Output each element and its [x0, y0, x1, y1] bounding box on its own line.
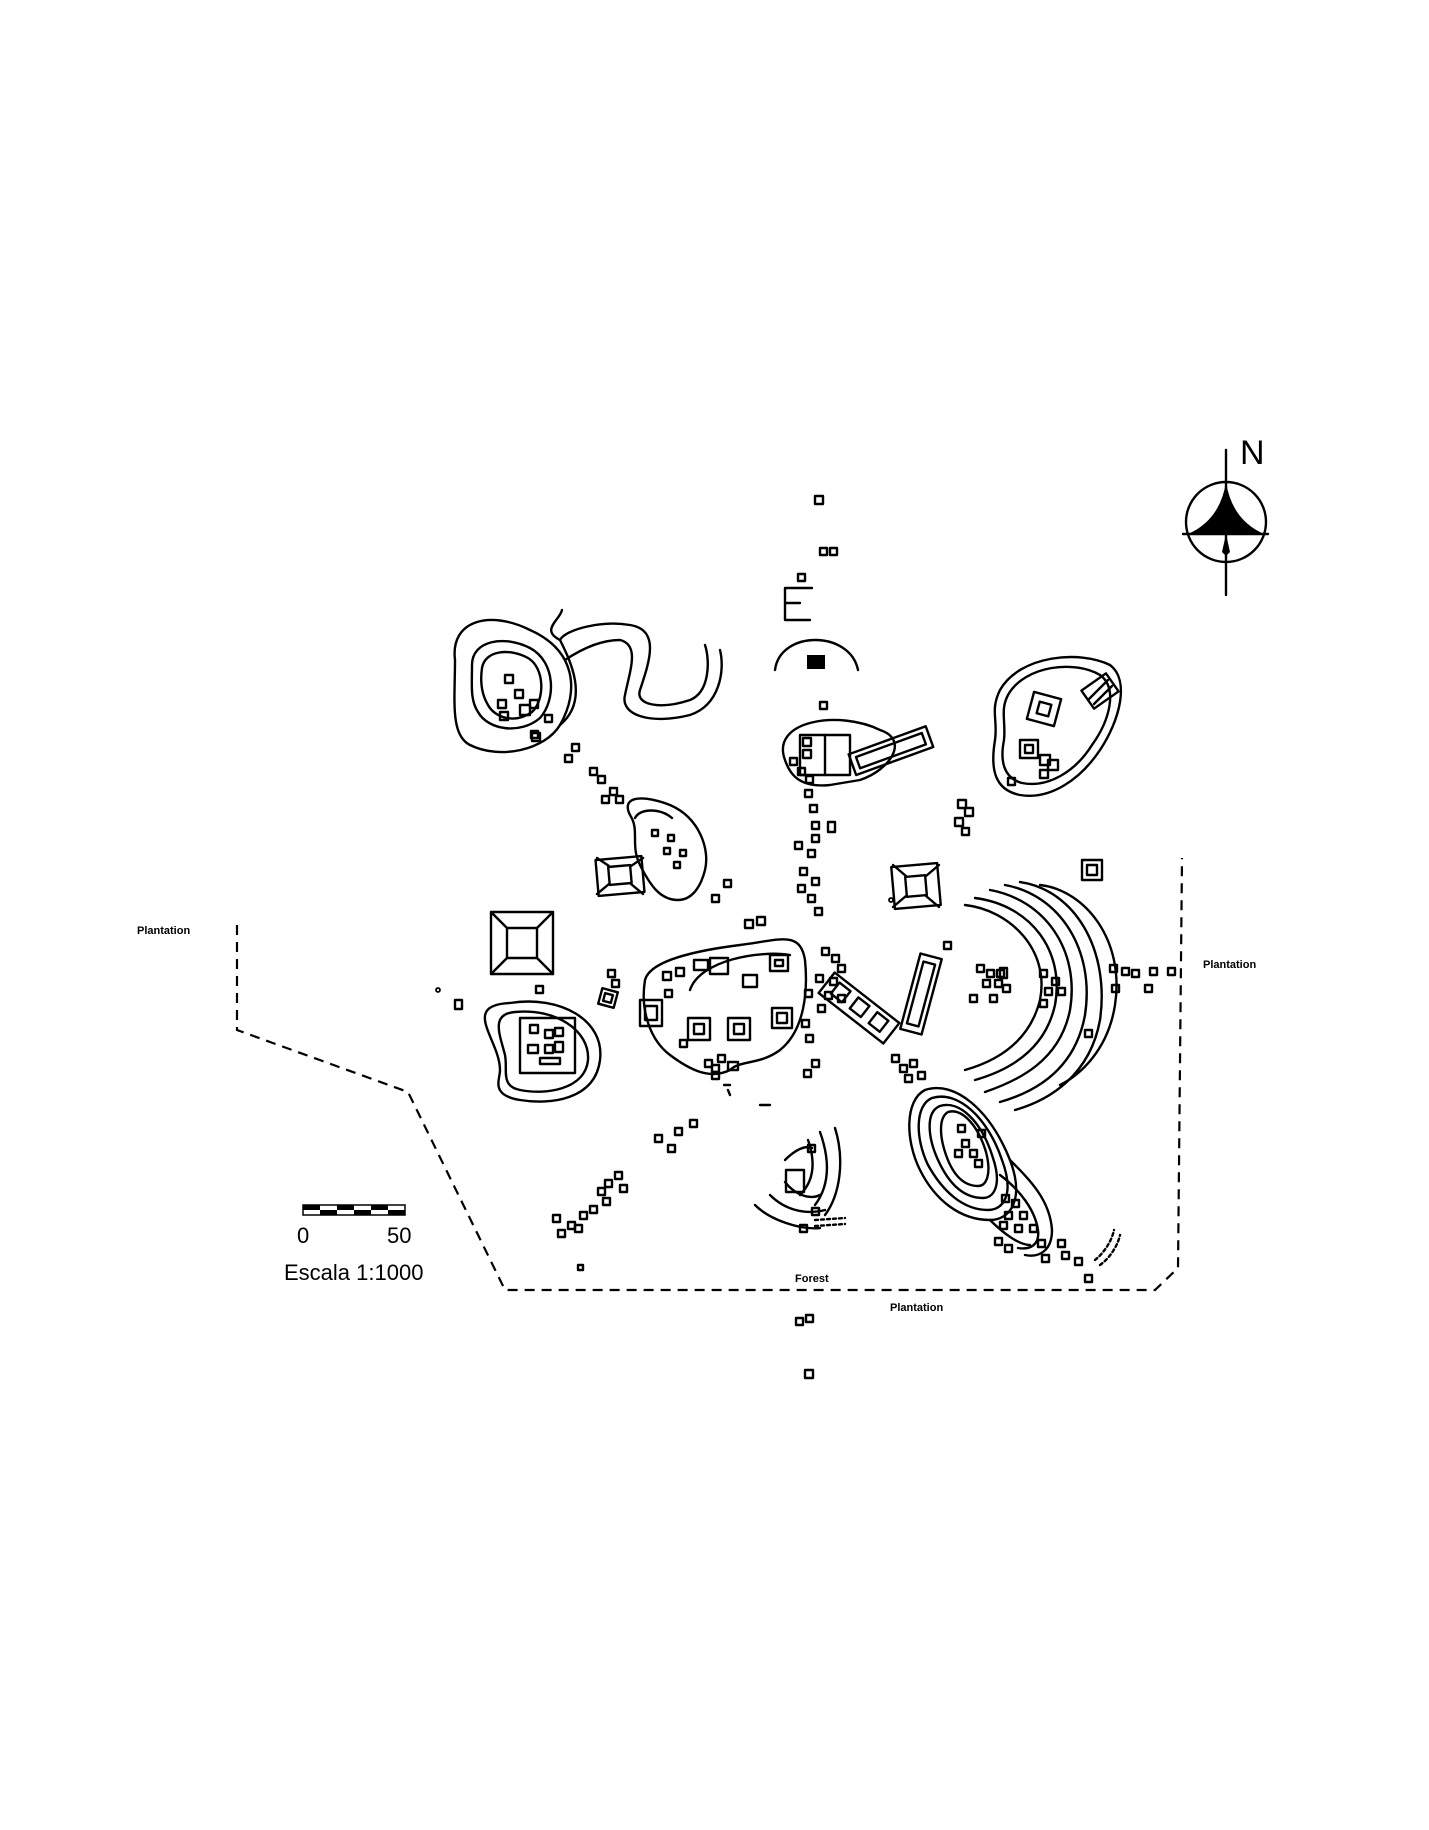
structures-northwest-path [529, 729, 733, 904]
mound-northwest [453, 608, 723, 754]
pyramids-west [435, 854, 646, 1011]
structures-central-axis [800, 946, 901, 1079]
label-forest: Forest [795, 1273, 829, 1285]
structures-southwest-path [551, 1063, 721, 1272]
structures-north-axis [773, 494, 935, 917]
north-arrow-icon: N [1181, 434, 1270, 597]
label-plantation-south: Plantation [890, 1302, 943, 1314]
structures-east-path [1108, 963, 1177, 994]
site-boundary [235, 857, 1184, 1292]
mound-west-enclosure [483, 1000, 602, 1103]
scale-caption: Escala 1:1000 [284, 1260, 423, 1285]
scale-tick-end: 50 [387, 1223, 411, 1248]
structures-northeast-path [888, 798, 1104, 911]
mound-south [753, 1126, 847, 1380]
central-plaza [597, 915, 808, 1107]
mound-northeast [992, 655, 1123, 797]
label-plantation-east: Plantation [1203, 959, 1256, 971]
mound-southeast [890, 1053, 1122, 1284]
scale-tick-start: 0 [297, 1223, 309, 1248]
scale-bar-icon [302, 1204, 406, 1216]
north-label: N [1240, 434, 1265, 472]
mound-east [899, 880, 1118, 1112]
label-plantation-west: Plantation [137, 925, 190, 937]
